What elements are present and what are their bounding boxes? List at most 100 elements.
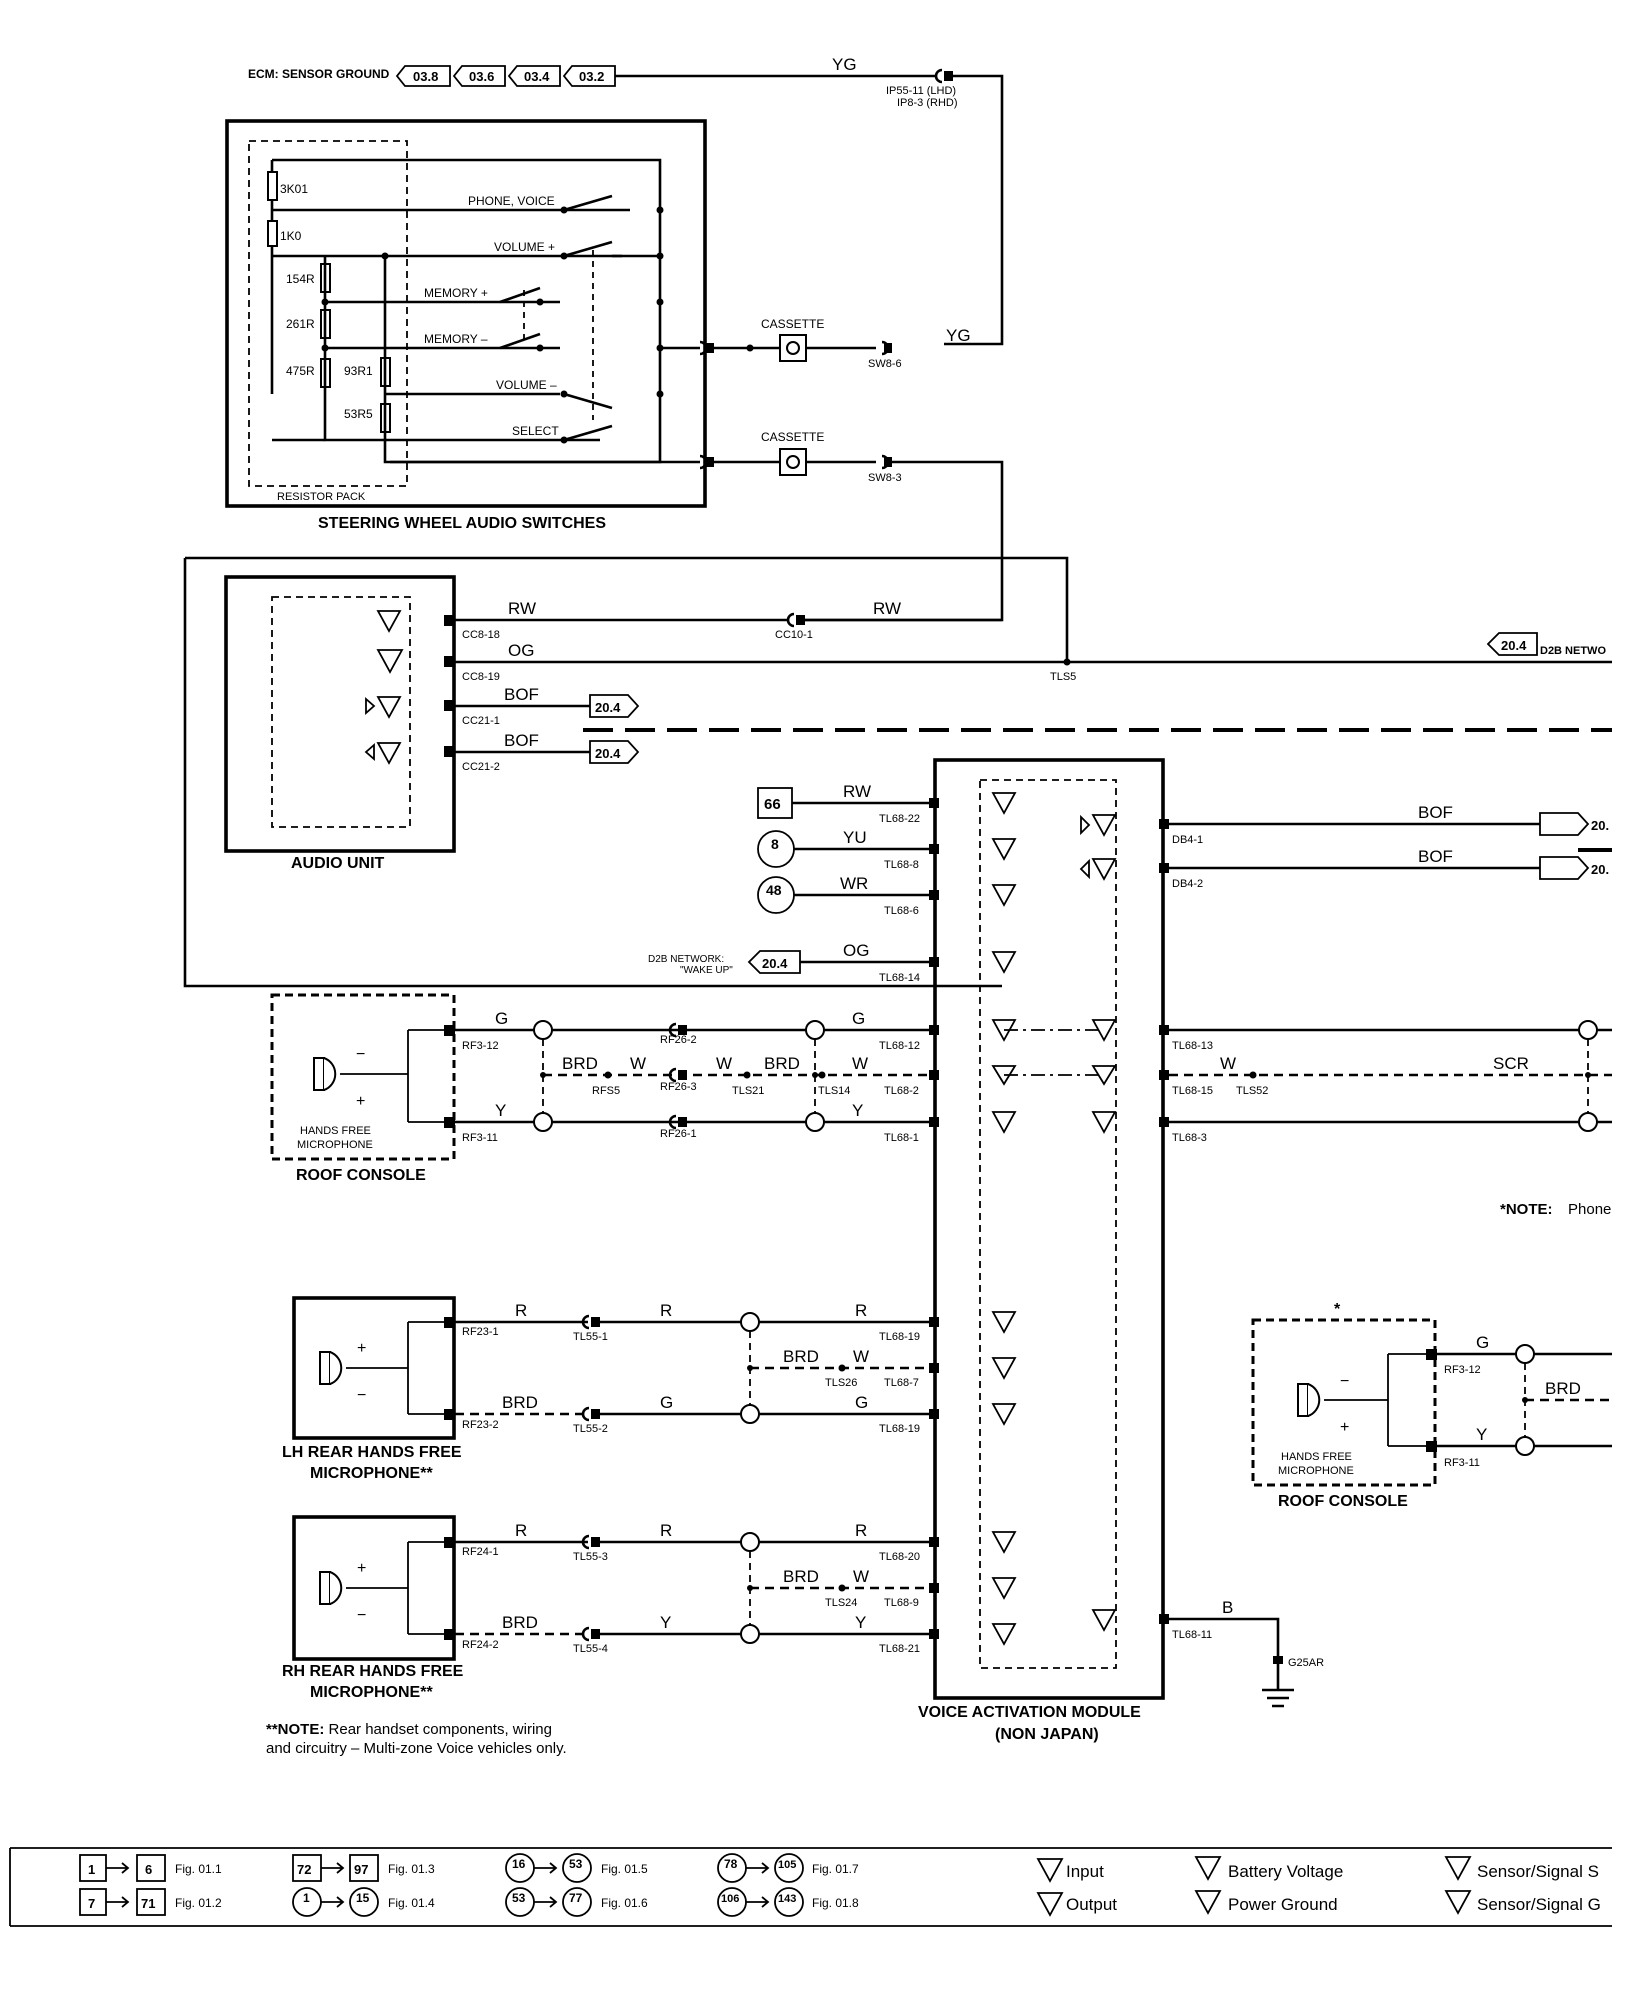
rh-title-1: RH REAR HANDS FREE [282,1663,464,1680]
switch-volume-minus: VOLUME – [496,378,557,392]
d2b-wakeup-ref-label: 20.4 [762,956,788,971]
legend-fig-6-label: Fig. 01.6 [601,1896,648,1910]
phone-note: Phone [1568,1201,1611,1218]
legend-fig-01-2[interactable]: 7 71 Fig. 01.2 [79,1888,222,1916]
vam-pin-14: TL68-14 [879,972,920,984]
legend-fig-8-b: 143 [778,1893,796,1905]
switch-select: SELECT [512,424,559,438]
svg-text:−: − [357,1607,366,1624]
lh-title-1: LH REAR HANDS FREE [282,1444,462,1461]
ecm-label: ECM: SENSOR GROUND [248,67,390,81]
tls14: TLS14 [818,1085,850,1097]
rfs5-label: RFS5 [592,1085,620,1097]
svg-text:−: − [356,1046,365,1063]
legend-fig-01-6[interactable]: 53 77 Fig. 01.6 [505,1887,648,1917]
d2b-wakeup-2: "WAKE UP" [680,965,733,976]
legend-fig-01-8[interactable]: 106 143 Fig. 01.8 [717,1887,859,1917]
legend-fig-2-b: 71 [141,1896,155,1911]
tls24: TLS24 [825,1597,857,1609]
svg-text:+: + [356,1093,365,1110]
vam-ref-bof-1[interactable] [1539,812,1590,836]
tl55-1: TL55-1 [573,1331,608,1343]
rh-rear-microphone: RH REAR HANDS FREE MICROPHONE** + − RF24… [282,1515,1017,1701]
output-symbol-icon [1036,1892,1064,1917]
legend-fig-01-7[interactable]: 78 105 Fig. 01.7 [717,1853,859,1883]
audio-pin-1: CC8-18 [462,629,500,641]
resistor-93r1: 93R1 [344,364,373,378]
legend-fig-5-b: 53 [569,1857,583,1871]
ip-connector-lhd: IP55-11 (LHD) [886,85,956,97]
switch-phone-voice: PHONE, VOICE [468,194,555,208]
roof1-wire-y-2: Y [852,1101,863,1120]
ground-label: G25AR [1288,1657,1324,1669]
rh-wire-y-1: Y [660,1613,671,1632]
ecm-ref-1[interactable]: 03.8 [395,65,451,87]
legend-fig-01-4[interactable]: 1 15 Fig. 01.4 [292,1887,435,1917]
sw-pin-1: SW8-6 [868,358,902,370]
ecm-ref-1-label: 03.8 [413,69,438,84]
rf26-1: RF26-1 [660,1128,697,1140]
cassette-label-1: CASSETTE [761,317,824,331]
ecm-ref-2-label: 03.6 [469,69,494,84]
sw-pin-2: SW8-3 [868,472,902,484]
roof2-mic-1: HANDS FREE [1281,1451,1352,1463]
resistor-1k0: 1K0 [280,229,302,243]
d2b-wakeup-ref[interactable]: 20.4 [747,950,801,974]
roof2-title: ROOF CONSOLE [1278,1493,1408,1510]
tls52: TLS52 [1236,1085,1268,1097]
input-symbol-icon [1036,1858,1064,1883]
db4-2: DB4-2 [1172,878,1203,890]
rh-wire-r-1: R [515,1521,527,1540]
lh-wire-g-2: G [855,1393,868,1412]
rh-title-2: MICROPHONE** [310,1684,433,1701]
cassette-label-2: CASSETTE [761,430,824,444]
ref-66[interactable]: 66 [757,787,793,819]
steering-wheel-audio-switches: RESISTOR PACK STEERING WHEEL AUDIO SWITC… [225,119,1004,622]
legend-battery: Battery Voltage [1228,1862,1343,1881]
lh-wire-brd-2: BRD [783,1347,819,1366]
legend-fig-5-label: Fig. 01.5 [601,1862,648,1876]
audio-ref-bof-2[interactable]: 20.4 [589,740,640,764]
rh-wire-w: W [853,1567,869,1586]
roof2-pin-2: RF3-11 [1444,1457,1480,1469]
ecm-ref-4-label: 03.2 [579,69,604,84]
legend-fig-01-1[interactable]: 1 6 Fig. 01.1 [79,1854,222,1882]
legend: 1 6 Fig. 01.1 7 71 Fig. 01.2 72 97 Fig. … [9,1847,1612,1927]
legend-fig-1-label: Fig. 01.1 [175,1862,222,1876]
db4-1: DB4-1 [1172,834,1203,846]
vam-pin-9: TL68-9 [884,1597,919,1609]
tls26: TLS26 [825,1377,857,1389]
legend-fig-8-a: 106 [721,1893,739,1905]
roof-console-2: * ROOF CONSOLE HANDS FREE MICROPHONE − +… [1251,1301,1612,1510]
legend-fig-1-a: 1 [88,1862,95,1877]
ecm-ref-3[interactable]: 03.4 [507,65,561,87]
roof1-wire-w-1: W [630,1054,646,1073]
audio-wire-bof-1: BOF [504,685,539,704]
vam-ref-bof-2[interactable] [1539,856,1590,880]
d2b-network-ref-label: 20.4 [1501,638,1527,653]
rear-note-bold: **NOTE: [266,1721,324,1738]
legend-fig-01-3[interactable]: 72 97 Fig. 01.3 [292,1854,435,1882]
ref-8[interactable]: 8 [757,830,795,868]
rear-note-1: Rear handset components, wiring [329,1721,552,1738]
legend-fig-6-b: 77 [569,1891,583,1905]
lh-wire-r-2: R [660,1301,672,1320]
ecm-ref-2[interactable]: 03.6 [452,65,506,87]
roof2-star: * [1334,1301,1341,1318]
vam-title-2: (NON JAPAN) [995,1726,1099,1743]
ecm-ref-4[interactable]: 03.2 [562,65,616,87]
resistor-pack-label: RESISTOR PACK [277,491,366,503]
roof1-pin-2: RF3-11 [462,1132,498,1144]
audio-ref-bof-1[interactable]: 20.4 [589,694,640,718]
rf24-1: RF24-1 [462,1546,499,1558]
ref-8-label: 8 [771,836,779,852]
resistor-154r: 154R [286,272,315,286]
audio-wire-rw-2: RW [873,599,901,618]
d2b-network-ref[interactable]: 20.4 [1486,632,1538,656]
legend-fig-8-label: Fig. 01.8 [812,1896,859,1910]
ref-48[interactable]: 48 [757,876,795,914]
roof2-microphone: − + [1297,1354,1389,1446]
legend-fig-01-5[interactable]: 16 53 Fig. 01.5 [505,1853,648,1883]
rh-wire-brd-1: BRD [502,1613,538,1632]
